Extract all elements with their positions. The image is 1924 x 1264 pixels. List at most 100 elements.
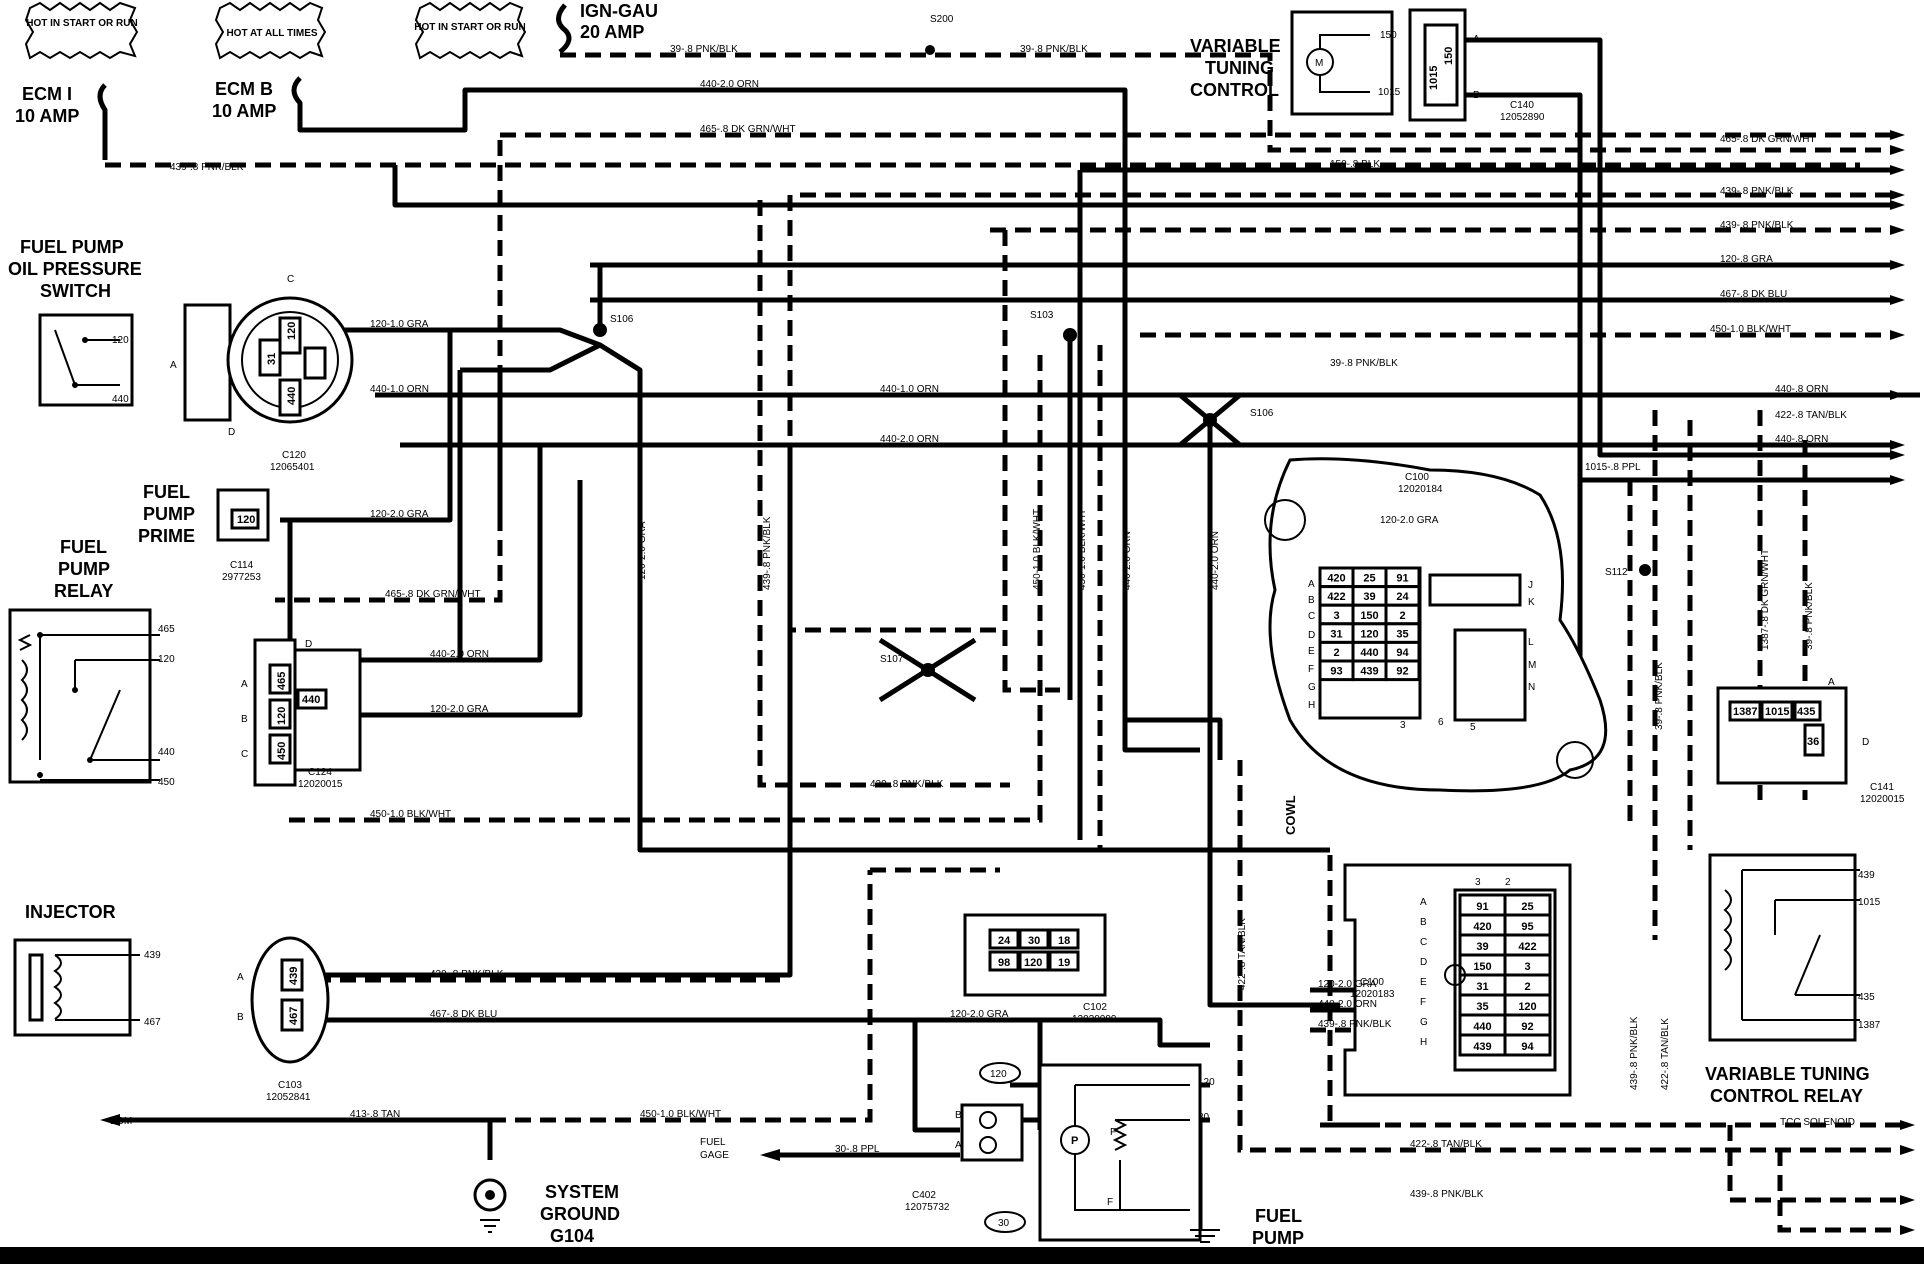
variable-tuning-control-relay: 439 1015 435 1387 VARIABLE TUNING CONTRO…	[1705, 853, 1881, 1106]
c100a-pin: 120	[1360, 628, 1378, 640]
c100b-pin: 92	[1521, 1021, 1533, 1033]
c100a-pin: 91	[1396, 573, 1408, 585]
wire-label: 450-1.0 BLK/WHT	[1710, 324, 1791, 335]
c100b-pin: 39	[1476, 941, 1488, 953]
c100a-pin: 2	[1333, 647, 1339, 659]
connector-c140: 1015 150 A B C140 12052890	[1408, 8, 1545, 123]
splice-label: S106	[610, 314, 634, 325]
wire-label: 30-.8 PPL	[835, 1144, 880, 1155]
injector: INJECTOR 439 467	[13, 902, 161, 1037]
fuse-hot-start-run: HOT IN START OR RUN	[24, 1, 139, 60]
wire-label: 450-1.0 BLK/WHT	[1077, 509, 1088, 590]
svg-text:150: 150	[1380, 30, 1397, 41]
c100a-pin: 440	[1360, 647, 1378, 659]
svg-text:FUEL: FUEL	[1255, 1206, 1302, 1226]
tcc-solenoid-label: TCC SOLENOID	[1780, 1117, 1855, 1128]
svg-text:C402: C402	[912, 1190, 936, 1201]
svg-text:D: D	[228, 427, 235, 438]
wire-label: 39-.8 PNK/BLK	[1330, 358, 1398, 369]
wire-label: 450-1.0 BLK/WHT	[370, 809, 451, 820]
c100a-pin: 3	[1333, 610, 1339, 622]
svg-text:M: M	[1315, 58, 1323, 69]
svg-text:450: 450	[158, 777, 175, 788]
svg-text:A: A	[241, 679, 248, 690]
svg-text:F: F	[1110, 1127, 1116, 1138]
svg-text:12020183: 12020183	[1350, 989, 1395, 1000]
wire-label: 450-1.0 BLK/WHT	[640, 1109, 721, 1120]
svg-text:120-2.0 GRA: 120-2.0 GRA	[1380, 515, 1439, 526]
svg-text:G: G	[1308, 682, 1316, 693]
svg-text:M: M	[1528, 660, 1536, 671]
wire-label: 120-.8 GRA	[1720, 254, 1773, 265]
svg-text:F: F	[1420, 997, 1426, 1008]
connector-c103: 439 467 A B C103 12052841	[237, 936, 330, 1103]
svg-text:A: A	[170, 360, 177, 371]
svg-text:G104: G104	[550, 1226, 594, 1246]
c100b-cell	[1503, 1033, 1552, 1057]
svg-text:12020015: 12020015	[298, 779, 343, 790]
fuel-gage-label: FUEL	[700, 1137, 726, 1148]
svg-text:D: D	[305, 639, 312, 650]
svg-text:467: 467	[288, 1007, 300, 1025]
svg-text:450: 450	[276, 742, 288, 760]
svg-text:439-.8 PNK/BLK: 439-.8 PNK/BLK	[1318, 1019, 1392, 1030]
splice-label: S107	[880, 654, 904, 665]
wire-label: 1015-.8 PPL	[1585, 462, 1641, 473]
wire-label: 439-.8 PNK/BLK	[1720, 186, 1794, 197]
svg-text:E: E	[1308, 646, 1315, 657]
fuse-ecm-b-amp: 10 AMP	[212, 101, 276, 121]
svg-text:C100: C100	[1405, 472, 1429, 483]
wire-label: 422-.8 TAN/BLK	[1660, 1018, 1671, 1090]
svg-text:440: 440	[158, 747, 175, 758]
svg-text:C124: C124	[308, 767, 332, 778]
c100a-pin: 150	[1360, 610, 1378, 622]
c100a-pin: 31	[1330, 628, 1342, 640]
svg-text:465: 465	[276, 672, 288, 690]
svg-text:D: D	[1308, 630, 1315, 641]
arrows	[100, 130, 1915, 1235]
cowl-label: COWL	[1283, 795, 1298, 835]
svg-text:TUNING: TUNING	[1205, 58, 1274, 78]
svg-text:98: 98	[998, 957, 1010, 969]
c100a-pin: 39	[1363, 591, 1375, 603]
svg-text:19: 19	[1058, 957, 1070, 969]
svg-text:30: 30	[1028, 935, 1040, 947]
svg-text:D: D	[1420, 957, 1427, 968]
svg-text:120-2.0 GRA: 120-2.0 GRA	[1318, 979, 1377, 990]
svg-text:120: 120	[1198, 1077, 1215, 1088]
svg-text:1015: 1015	[1378, 87, 1401, 98]
wire-label: 422-.8 TAN/BLK	[1237, 918, 1248, 990]
svg-text:435: 435	[1858, 992, 1875, 1003]
svg-text:A: A	[1308, 579, 1315, 590]
c100b-pin: 440	[1473, 1021, 1491, 1033]
splice-s200: S200	[930, 14, 954, 25]
svg-text:150: 150	[1443, 47, 1455, 65]
svg-text:1387: 1387	[1858, 1020, 1881, 1031]
svg-text:F: F	[1107, 1197, 1113, 1208]
svg-text:B: B	[241, 714, 248, 725]
wire-label: 467-.8 DK BLU	[430, 1009, 497, 1020]
wire-label: 120-2.0 GRA	[637, 521, 648, 580]
svg-text:B: B	[1473, 90, 1480, 101]
wire-label: 440-.8 ORN	[1775, 434, 1828, 445]
svg-text:VARIABLE TUNING: VARIABLE TUNING	[1705, 1064, 1870, 1084]
c100a-pin: 24	[1396, 591, 1409, 603]
svg-text:A: A	[1473, 34, 1480, 45]
svg-text:B: B	[1420, 917, 1427, 928]
svg-text:FUEL: FUEL	[143, 482, 190, 502]
svg-text:1387: 1387	[1733, 706, 1757, 718]
svg-text:2977253: 2977253	[222, 572, 261, 583]
fuse-ign-gau-amp: 20 AMP	[580, 22, 644, 42]
svg-text:B: B	[237, 1012, 244, 1023]
svg-text:FUEL: FUEL	[60, 537, 107, 557]
svg-text:12052890: 12052890	[1500, 112, 1545, 123]
svg-text:CONTROL RELAY: CONTROL RELAY	[1710, 1086, 1863, 1106]
wire-label: 120-1.0 GRA	[370, 319, 429, 330]
c100b-pin: 95	[1521, 921, 1533, 933]
svg-text:GROUND: GROUND	[540, 1204, 620, 1224]
oil-pressure-switch: FUEL PUMP OIL PRESSURE SWITCH 120 440	[8, 237, 142, 407]
c100a-pin: 439	[1360, 666, 1378, 678]
svg-text:C: C	[241, 749, 248, 760]
ecm-label: ECM	[110, 1116, 132, 1127]
wire-label: 440-.8 ORN	[1775, 384, 1828, 395]
